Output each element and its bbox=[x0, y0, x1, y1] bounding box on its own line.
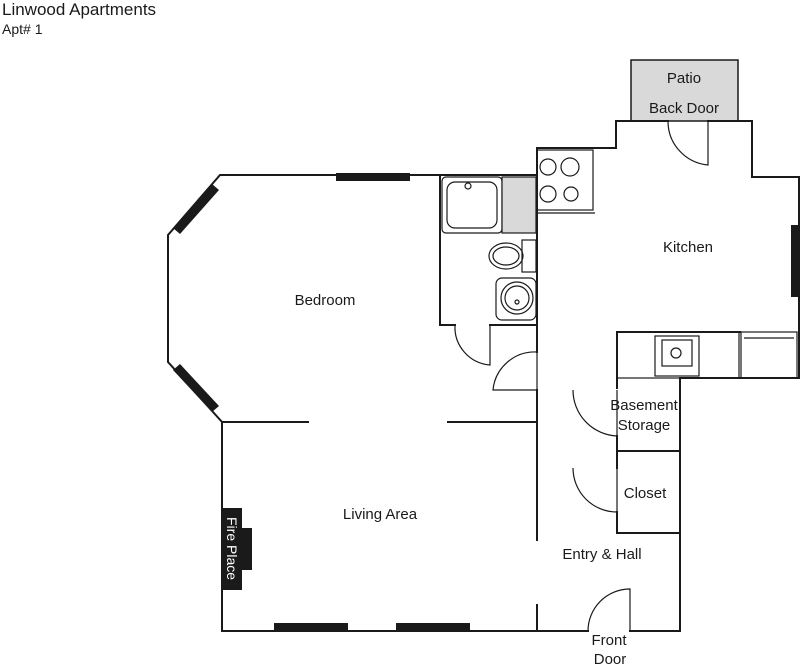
plan-title: Linwood Apartments bbox=[2, 0, 157, 19]
shower-basin bbox=[446, 181, 498, 229]
window bbox=[274, 623, 348, 631]
bedroom-label: Bedroom bbox=[295, 292, 356, 309]
burner-icon bbox=[539, 185, 557, 203]
bath-cabinet bbox=[501, 176, 537, 234]
apartment-number: Apt# 1 bbox=[2, 21, 43, 37]
front-door-label-line1: Front bbox=[591, 632, 627, 649]
closet-label: Closet bbox=[624, 485, 667, 502]
windows bbox=[173, 173, 799, 631]
basement-storage-label-line1: Basement bbox=[610, 397, 678, 414]
patio-area bbox=[630, 59, 739, 122]
front-door-swing bbox=[587, 588, 631, 632]
kitchen-counter bbox=[616, 331, 740, 379]
sink-counter bbox=[495, 277, 537, 321]
shower-drain-icon bbox=[464, 182, 472, 190]
toilet-tank bbox=[521, 239, 537, 273]
kitchen-label: Kitchen bbox=[663, 239, 713, 256]
shower-stall bbox=[441, 176, 503, 234]
back-door-label: Back Door bbox=[649, 100, 719, 117]
room-labels: Patio Back Door Kitchen Bedroom Basement… bbox=[295, 70, 719, 668]
sink-icon bbox=[500, 281, 534, 315]
fireplace-hearth bbox=[222, 508, 242, 590]
kitchen-sink bbox=[654, 335, 700, 377]
burner-icon bbox=[539, 158, 557, 176]
entry-hall-label: Entry & Hall bbox=[562, 546, 641, 563]
fireplace: Fire Place bbox=[222, 508, 252, 590]
closet-door-swing bbox=[572, 467, 618, 513]
window bbox=[336, 173, 410, 181]
doors bbox=[454, 120, 709, 632]
burner-icon bbox=[560, 157, 580, 177]
window bbox=[173, 364, 219, 412]
window bbox=[396, 623, 470, 631]
drain-icon bbox=[670, 347, 682, 359]
stove bbox=[536, 149, 594, 211]
window bbox=[173, 184, 219, 234]
toilet-icon bbox=[488, 242, 524, 270]
refrigerator bbox=[740, 331, 798, 379]
patio-label: Patio bbox=[667, 70, 701, 87]
front-door-label-line2: Door bbox=[594, 651, 627, 668]
bathroom-fixtures bbox=[441, 176, 537, 321]
outer-walls bbox=[167, 120, 800, 632]
bathroom-door-swing bbox=[454, 324, 491, 366]
hall-door-swing bbox=[492, 351, 538, 391]
kitchen-fixtures bbox=[536, 149, 798, 379]
basement-storage-label-line2: Storage bbox=[618, 417, 671, 434]
storage-door-swing bbox=[572, 389, 618, 437]
window bbox=[791, 225, 799, 297]
fireplace-label: Fire Place bbox=[224, 517, 240, 580]
back-door-swing bbox=[667, 120, 709, 166]
burner-icon bbox=[563, 186, 579, 202]
living-area-label: Living Area bbox=[343, 506, 418, 523]
